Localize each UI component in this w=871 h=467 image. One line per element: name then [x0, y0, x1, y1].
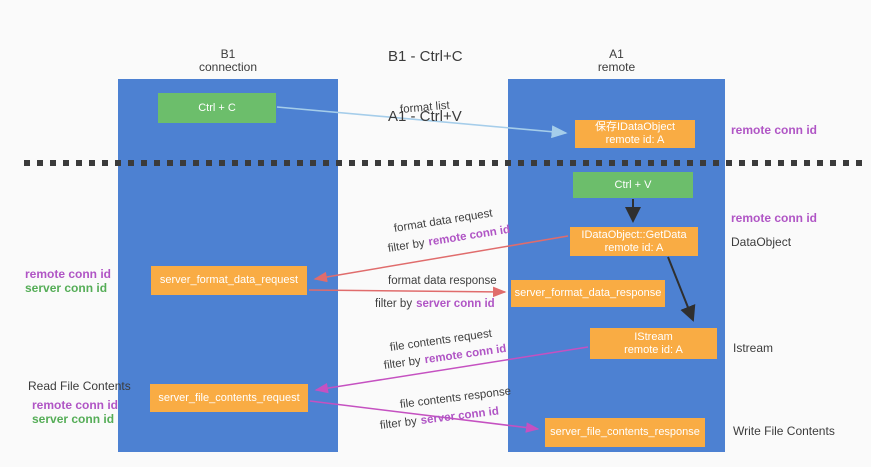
b1-name: B1 — [220, 47, 236, 61]
remote-conn-id-label-top-right: remote conn id — [731, 123, 817, 137]
server-file-contents-response-label: server_file_contents_response — [550, 426, 700, 438]
ctrl-v-label: Ctrl + V — [614, 178, 652, 191]
filter-by-text: filter by — [387, 237, 426, 255]
filter-by-text: filter by — [383, 354, 422, 372]
write-file-contents-label: Write File Contents — [733, 424, 835, 438]
dataobject-text: DataObject — [731, 235, 792, 249]
istream-text: Istream — [733, 341, 774, 355]
dataobject-label: DataObject — [731, 235, 791, 249]
b1-subtitle: connection — [198, 60, 258, 74]
column-header-a1: A1 remote — [508, 48, 725, 74]
save-idataobject-line2: remote id: A — [605, 134, 665, 146]
filter-by-text: filter by — [375, 298, 413, 310]
server-conn-id-label-left-file: server conn id — [32, 412, 114, 426]
server-conn-id-highlight: server conn id — [420, 405, 500, 427]
column-header-b1: B1 connection — [118, 48, 338, 74]
diagram-title: B1 - Ctrl+C A1 - Ctrl+V — [388, 7, 463, 147]
read-file-contents-text: Read File Contents — [28, 379, 131, 393]
a1-name: A1 — [609, 47, 624, 61]
remote-conn-id-label-left-file: remote conn id — [32, 398, 118, 412]
remote-conn-id-text: remote conn id — [731, 211, 818, 225]
ctrl-v-box: Ctrl + V — [573, 172, 693, 198]
remote-conn-id-text: remote conn id — [731, 123, 818, 137]
copy-paste-separator-dashed-line — [24, 160, 862, 166]
server-conn-id-text: server conn id — [32, 412, 115, 426]
remote-conn-id-label-mid-right: remote conn id — [731, 211, 817, 225]
remote-conn-id-text: remote conn id — [25, 267, 112, 281]
istream-side-label: Istream — [733, 341, 773, 355]
server-format-data-response-label: server_format_data_response — [514, 287, 662, 299]
server-format-data-request-label: server_format_data_request — [159, 274, 299, 286]
getdata-line2: remote id: A — [604, 241, 664, 254]
server-format-data-request-box: server_format_data_request — [151, 266, 307, 295]
istream-box: IStream remote id: A — [590, 328, 717, 359]
save-idataobject-line1: 保存IDataObject — [594, 121, 676, 133]
format-data-response-label: format data response — [388, 275, 497, 287]
istream-line1: IStream — [634, 330, 673, 343]
remote-conn-id-text: remote conn id — [32, 398, 119, 412]
format-data-response-arrow — [308, 286, 507, 298]
getdata-line1: IDataObject::GetData — [581, 228, 687, 241]
istream-line2: remote id: A — [624, 343, 683, 356]
save-idataobject-box: 保存IDataObject remote id: A — [575, 120, 695, 148]
server-file-contents-request-box: server_file_contents_request — [150, 384, 308, 412]
server-file-contents-request-label: server_file_contents_request — [158, 391, 300, 404]
server-conn-id-highlight: server conn id — [416, 298, 495, 310]
remote-conn-id-label-left-format: remote conn id — [25, 267, 111, 281]
ctrl-c-label: Ctrl + C — [198, 101, 236, 114]
server-conn-id-text: server conn id — [25, 281, 108, 295]
server-conn-id-label-left-format: server conn id — [25, 281, 107, 295]
idataobject-getdata-box: IDataObject::GetData remote id: A — [570, 227, 698, 256]
read-file-contents-label: Read File Contents — [28, 379, 131, 393]
title-line-1: B1 - Ctrl+C — [388, 48, 463, 65]
format-data-response-text: format data response — [388, 275, 497, 287]
filter-by-text: filter by — [379, 415, 418, 432]
a1-subtitle: remote — [597, 60, 636, 74]
server-file-contents-response-box: server_file_contents_response — [545, 418, 705, 447]
ctrl-c-box: Ctrl + C — [158, 93, 276, 123]
server-format-data-response-box: server_format_data_response — [511, 280, 665, 307]
write-file-contents-text: Write File Contents — [733, 424, 835, 438]
